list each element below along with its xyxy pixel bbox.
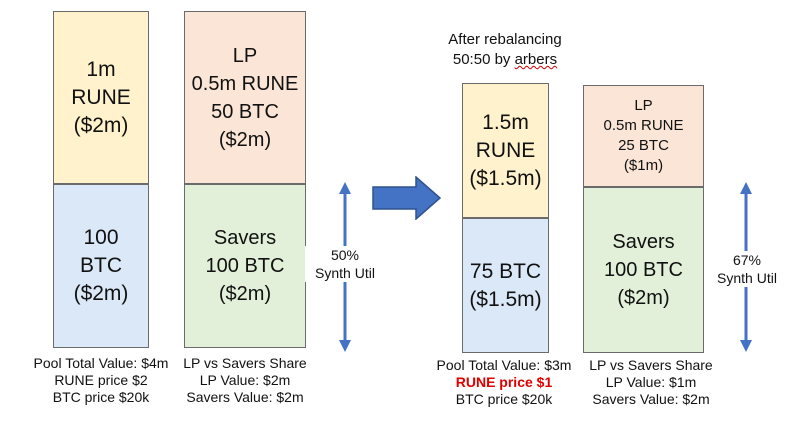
- savers-value: ($2m): [218, 283, 272, 305]
- share-caption-before: LP vs Savers Share LP Value: $2m Savers …: [172, 355, 318, 406]
- after-heading-line1: After rebalancing: [448, 31, 562, 48]
- pool-btc-asset: BTC: [80, 254, 122, 277]
- rune-price-after: RUNE price $1: [455, 374, 553, 390]
- pool-btc-amount: 100: [83, 226, 119, 249]
- pool-caption-after: Pool Total Value: $3m RUNE price $1 BTC …: [424, 357, 584, 408]
- lp-rune-after: 0.5m RUNE: [603, 117, 684, 134]
- pool-caption-before: Pool Total Value: $4m RUNE price $2 BTC …: [20, 355, 182, 406]
- after-heading: After rebalancing 50:50 by arbers: [430, 30, 580, 70]
- pool-rune-asset-after: RUNE: [475, 138, 536, 162]
- savers-box-after: Savers 100 BTC ($2m): [583, 187, 704, 353]
- savers-value-text-after: Savers Value: $2m: [592, 391, 710, 407]
- rune-price: RUNE price $2: [54, 372, 148, 388]
- synth-util-percent: 50%: [330, 247, 360, 263]
- pool-rune-amount-after: 1.5m: [482, 110, 529, 134]
- btc-price-after: BTC price $20k: [455, 391, 553, 407]
- savers-btc: 100 BTC: [205, 255, 285, 277]
- pool-btc-value-after: ($1.5m): [469, 287, 542, 311]
- synth-util-percent-after: 67%: [732, 252, 762, 268]
- savers-btc-after: 100 BTC: [604, 259, 683, 281]
- lp-value: ($2m): [218, 128, 272, 151]
- pool-btc-box-after: 75 BTC ($1.5m): [462, 218, 549, 353]
- lp-value-text: LP Value: $2m: [199, 372, 291, 388]
- pool-rune-box-before: 1m RUNE ($2m): [53, 11, 149, 184]
- share-title: LP vs Savers Share: [183, 355, 307, 371]
- share-title-after: LP vs Savers Share: [589, 357, 713, 373]
- pool-rune-value-after: ($1.5m): [469, 166, 542, 190]
- pool-rune-asset: RUNE: [71, 85, 131, 109]
- after-heading-arbers: arbers: [514, 51, 558, 68]
- lp-btc-after: 25 BTC: [618, 137, 669, 154]
- lp-box-after: LP 0.5m RUNE 25 BTC ($1m): [583, 85, 704, 187]
- pool-btc-amount-after: 75 BTC: [469, 259, 542, 283]
- btc-price: BTC price $20k: [52, 389, 150, 405]
- synth-util-text-after: Synth Util: [717, 270, 777, 286]
- synth-util-label-after: 67% Synth Util: [708, 251, 786, 287]
- lp-value-text-after: LP Value: $1m: [605, 374, 697, 390]
- pool-total-value: Pool Total Value: $4m: [33, 355, 169, 371]
- pool-rune-amount: 1m: [86, 57, 116, 81]
- after-heading-line2: 50:50 by arbers: [430, 50, 580, 70]
- pool-rune-value: ($2m): [73, 113, 129, 137]
- savers-value-text: Savers Value: $2m: [186, 389, 304, 405]
- pool-total-value-after: Pool Total Value: $3m: [436, 357, 572, 373]
- savers-value-after: ($2m): [617, 287, 670, 309]
- lp-value-after: ($1m): [623, 157, 664, 174]
- pool-btc-value: ($2m): [73, 282, 129, 305]
- savers-title-after: Savers: [612, 231, 675, 253]
- pool-btc-box-before: 100 BTC ($2m): [53, 184, 149, 348]
- share-caption-after: LP vs Savers Share LP Value: $1m Savers …: [578, 357, 724, 408]
- synth-util-text: Synth Util: [315, 265, 375, 281]
- savers-box-before: Savers 100 BTC ($2m): [184, 184, 306, 348]
- after-heading-text: 50:50 by: [452, 51, 511, 68]
- right-arrow-icon: [372, 176, 442, 220]
- lp-box-before: LP 0.5m RUNE 50 BTC ($2m): [184, 11, 306, 184]
- synth-util-label-before: 50% Synth Util: [305, 246, 385, 282]
- savers-title: Savers: [213, 227, 277, 249]
- lp-btc: 50 BTC: [211, 100, 279, 123]
- lp-rune: 0.5m RUNE: [191, 72, 299, 95]
- pool-rune-box-after: 1.5m RUNE ($1.5m): [462, 83, 549, 218]
- lp-title: LP: [232, 44, 258, 67]
- lp-title-after: LP: [634, 97, 653, 114]
